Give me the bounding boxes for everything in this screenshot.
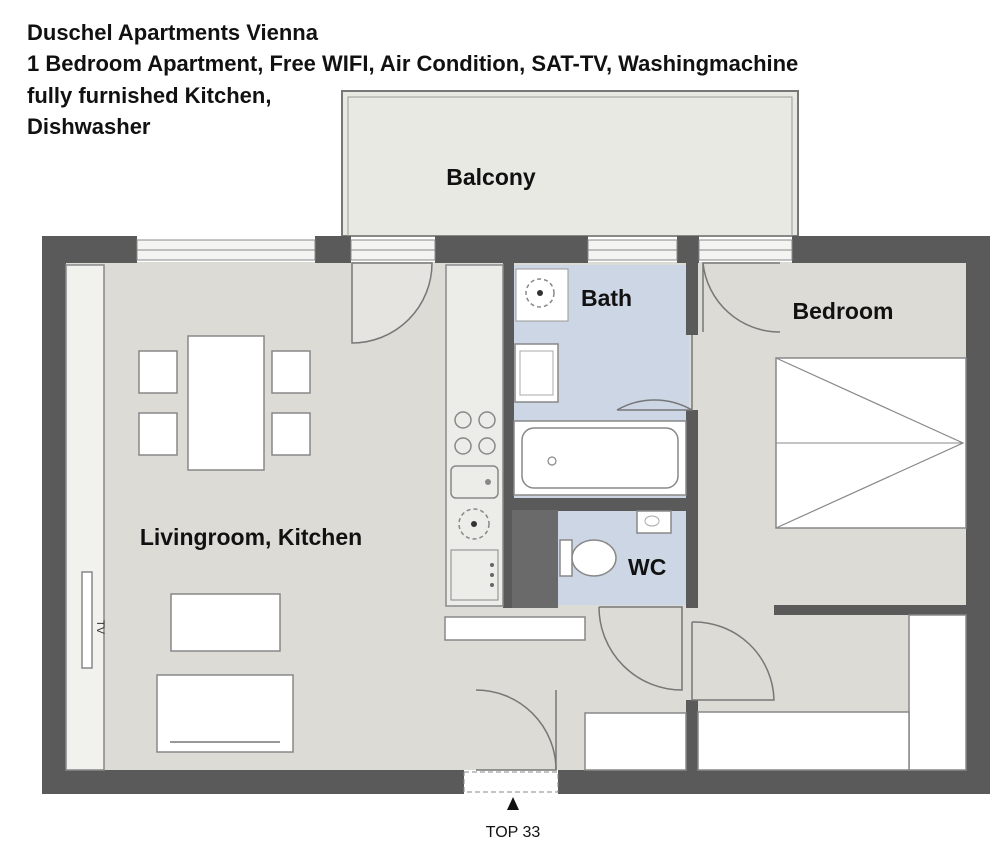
livingroom-label: Livingroom, Kitchen <box>140 524 362 550</box>
dining-table <box>138 335 311 471</box>
listing-title: Duschel Apartments Vienna <box>27 20 318 45</box>
bedroom-label: Bedroom <box>793 298 894 324</box>
kitchen-counter <box>445 264 504 607</box>
wc-fixtures <box>559 510 672 577</box>
inner-walls <box>503 263 968 770</box>
wc-label: WC <box>628 554 666 580</box>
bath-label: Bath <box>581 285 632 311</box>
listing-amenities: 1 Bedroom Apartment, Free WIFI, Air Cond… <box>27 51 799 76</box>
living-furniture <box>65 264 294 771</box>
balcony-label: Balcony <box>446 164 536 190</box>
outer-walls <box>42 236 990 794</box>
balcony <box>341 90 799 237</box>
entrance-label: TOP 33 <box>486 824 541 841</box>
doors <box>351 262 781 771</box>
bath-fixtures <box>513 268 687 496</box>
listing-dishwasher: Dishwasher <box>27 114 151 139</box>
tv-label: TV <box>94 620 106 635</box>
entrance <box>463 771 559 810</box>
hall-furniture <box>444 616 687 771</box>
bedroom-furniture <box>697 357 967 771</box>
listing-kitchen: fully furnished Kitchen, <box>27 83 272 108</box>
windows <box>136 239 793 261</box>
